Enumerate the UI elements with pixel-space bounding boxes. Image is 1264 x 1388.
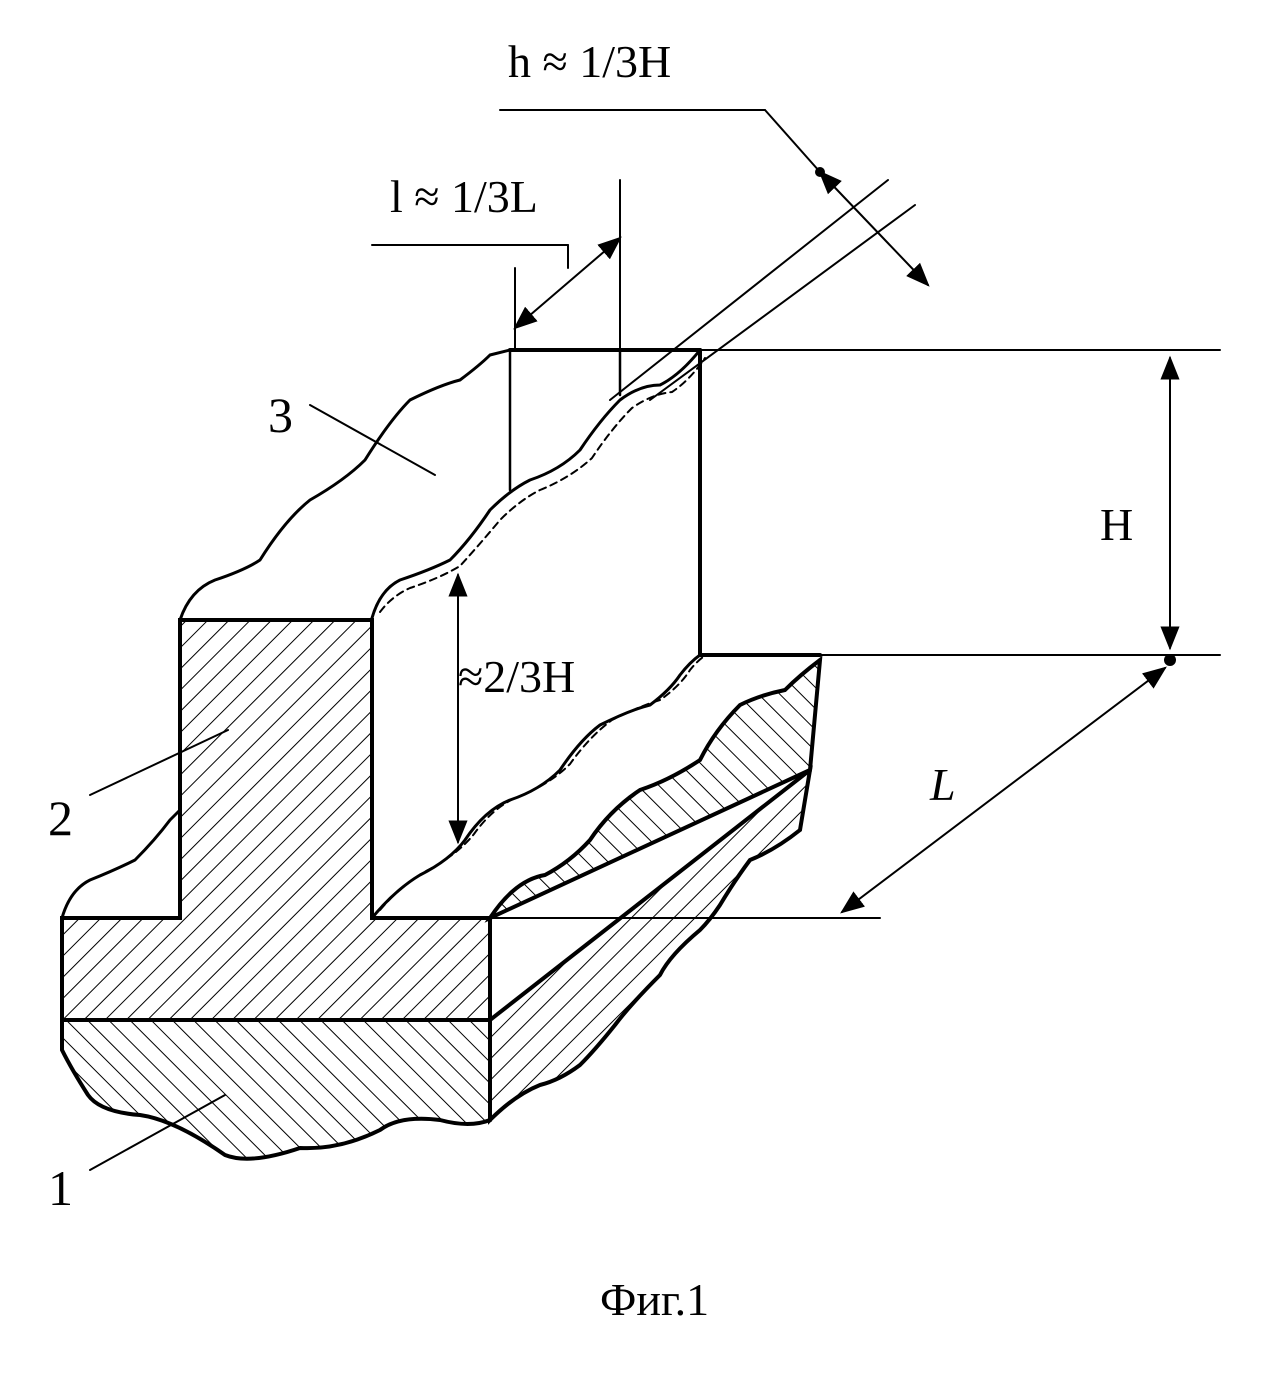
- dim-two-thirds-H-label: ≈2/3H: [458, 651, 575, 702]
- part-3-label: 3: [268, 387, 293, 443]
- part-2-label: 2: [48, 790, 73, 846]
- dim-L-label: L: [929, 759, 956, 810]
- wall-break-line: [372, 350, 700, 618]
- figure-caption: Фиг.1: [600, 1274, 709, 1325]
- base-plate-section: [62, 1020, 490, 1159]
- dim-l-label: l ≈ 1/3L: [390, 171, 538, 222]
- dim-h-label: h ≈ 1/3H: [508, 36, 671, 87]
- rib-section: [62, 620, 490, 1020]
- lower-flange-break-line: [62, 810, 180, 918]
- flange-break-line: [180, 350, 510, 620]
- part-1-label: 1: [48, 1160, 73, 1216]
- dim-H-label: H: [1100, 499, 1133, 550]
